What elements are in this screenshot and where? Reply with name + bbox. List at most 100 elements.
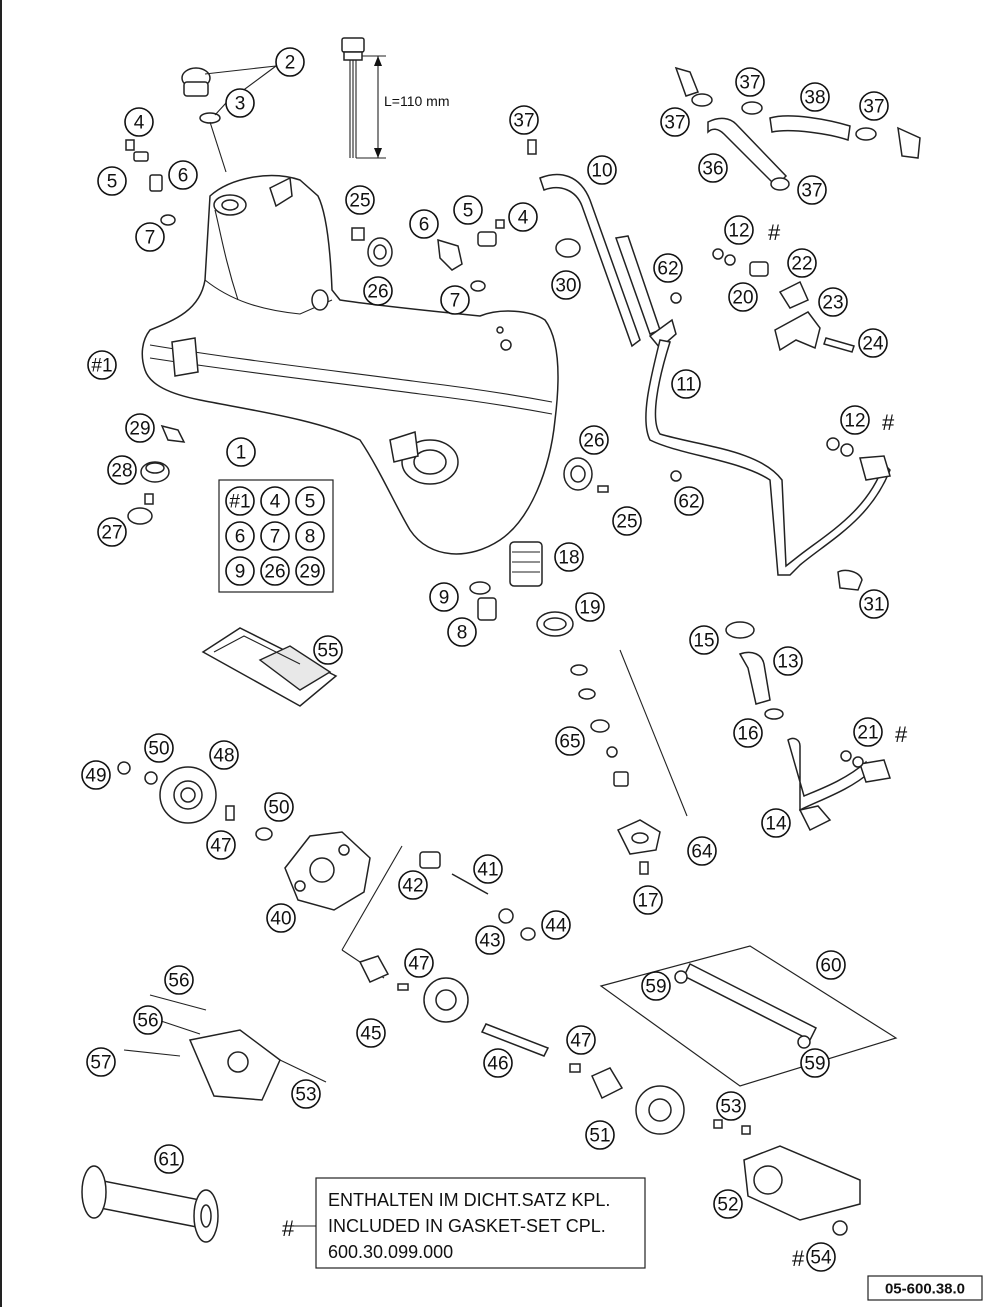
callout-59: 59: [800, 1048, 830, 1078]
o-rings-12b: [826, 437, 854, 457]
callout-49: 49: [81, 760, 111, 790]
kit-item-5: 5: [295, 486, 325, 516]
callout-label: 27: [101, 523, 122, 544]
callout-41: 41: [473, 854, 503, 884]
dimension-label: L=110 mm: [384, 93, 450, 109]
callout-label: 42: [402, 876, 423, 897]
callout-label: 40: [270, 909, 291, 930]
callout-52: 52: [713, 1189, 743, 1219]
callout-label: 49: [85, 766, 106, 787]
callout-label: 16: [737, 724, 758, 745]
callout-37: 37: [509, 105, 539, 135]
callout-5: 5: [453, 195, 483, 225]
callout-8: 8: [447, 617, 477, 647]
oil-pump-housing-40: [284, 831, 371, 911]
callout-40: 40: [266, 903, 296, 933]
callout-label: 26: [583, 431, 604, 452]
callout-4: 4: [124, 107, 154, 137]
callout-label: 12: [728, 221, 749, 242]
callout-label: 8: [457, 623, 468, 644]
breather-fitting-left: [125, 139, 176, 226]
hose-clamp-group: [674, 66, 921, 191]
callout-label: 54: [810, 1248, 832, 1269]
callout-label: 2: [285, 53, 296, 74]
kit-item-label: 6: [235, 527, 246, 548]
callout-14: 14: [761, 808, 791, 838]
callout-2: 2: [275, 47, 305, 77]
kit-item-label: 9: [235, 562, 246, 583]
callout-label: 46: [487, 1054, 508, 1075]
callout-label: 36: [702, 159, 723, 180]
kit-item-label: 7: [270, 527, 281, 548]
callout-label: 4: [134, 113, 145, 134]
gasket-set-marker: #: [792, 1246, 805, 1271]
callout-4: 4: [508, 202, 538, 232]
oil-tank-frame: [141, 174, 559, 555]
callout-label: 28: [111, 461, 132, 482]
callout-label: 23: [822, 293, 843, 314]
callout-label: 44: [545, 916, 567, 937]
check-valve-64: [570, 649, 688, 875]
callout-label: 18: [558, 548, 579, 569]
callout-47: 47: [404, 948, 434, 978]
callout-61: 61: [154, 1144, 184, 1174]
callout-65: 65: [555, 726, 585, 756]
callout-label: #1: [91, 356, 112, 377]
callout-label: 12: [844, 411, 865, 432]
callout-label: 61: [158, 1150, 179, 1171]
callout-43: 43: [475, 925, 505, 955]
callout-label: 10: [591, 161, 612, 182]
gasket-set-marker: #: [282, 1216, 295, 1241]
callout-label: 5: [107, 172, 118, 193]
callout-label: 45: [360, 1024, 381, 1045]
callout-label: 56: [137, 1011, 158, 1032]
callout-label: 52: [717, 1195, 738, 1216]
reference-number: 05-600.38.0: [885, 1281, 965, 1298]
callout-28: 28: [107, 455, 137, 485]
callout-17: 17: [633, 885, 663, 915]
callout-42: 42: [398, 870, 428, 900]
kit-item-label: #1: [229, 492, 250, 513]
gasket-set-marker: #: [882, 410, 895, 435]
callout-11: 11: [671, 369, 701, 399]
callout-label: 59: [804, 1054, 825, 1075]
note-line-3: 600.30.099.000: [328, 1242, 453, 1262]
scavenge-pump-51-54: [591, 1067, 861, 1236]
callout-label: 50: [268, 798, 289, 819]
callout-5: 5: [97, 166, 127, 196]
kit-item-label: 8: [305, 527, 316, 548]
callout-label: 9: [439, 588, 450, 609]
callout-37: 37: [660, 107, 690, 137]
callout-label: 13: [777, 652, 798, 673]
callout-label: 51: [589, 1126, 610, 1147]
gasket-set-marker: #: [768, 220, 781, 245]
callout-13: 13: [773, 646, 803, 676]
callout-50: 50: [264, 792, 294, 822]
callout-50: 50: [144, 733, 174, 763]
callout-36: 36: [698, 153, 728, 183]
callout-label: 21: [857, 723, 878, 744]
hash-layer: # # # # #: [282, 220, 908, 1271]
callout-label: 37: [739, 73, 760, 94]
callout-label: 62: [657, 259, 678, 280]
callout-59: 59: [641, 971, 671, 1001]
callout-47: 47: [566, 1025, 596, 1055]
breather-fitting-center: [437, 219, 505, 292]
callout-10: 10: [587, 155, 617, 185]
fitting-13-16: [725, 621, 891, 832]
callout-label: 53: [295, 1085, 316, 1106]
callout-51: 51: [585, 1120, 615, 1150]
callout-37: 37: [735, 67, 765, 97]
pump-rotors-45-47: [358, 955, 581, 1073]
kit-item-label: 5: [305, 492, 316, 513]
callout-7: 7: [440, 285, 470, 315]
callout-1: 1: [226, 437, 256, 467]
callout-label: 19: [579, 598, 600, 619]
callout-label: 48: [213, 746, 234, 767]
note-line-1: ENTHALTEN IM DICHT.SATZ KPL.: [328, 1190, 610, 1210]
kit-item-4: 4: [260, 486, 290, 516]
gasket-set-marker: #: [895, 722, 908, 747]
callout-47: 47: [206, 830, 236, 860]
callout-64: 64: [687, 836, 717, 866]
callout-27: 27: [97, 517, 127, 547]
